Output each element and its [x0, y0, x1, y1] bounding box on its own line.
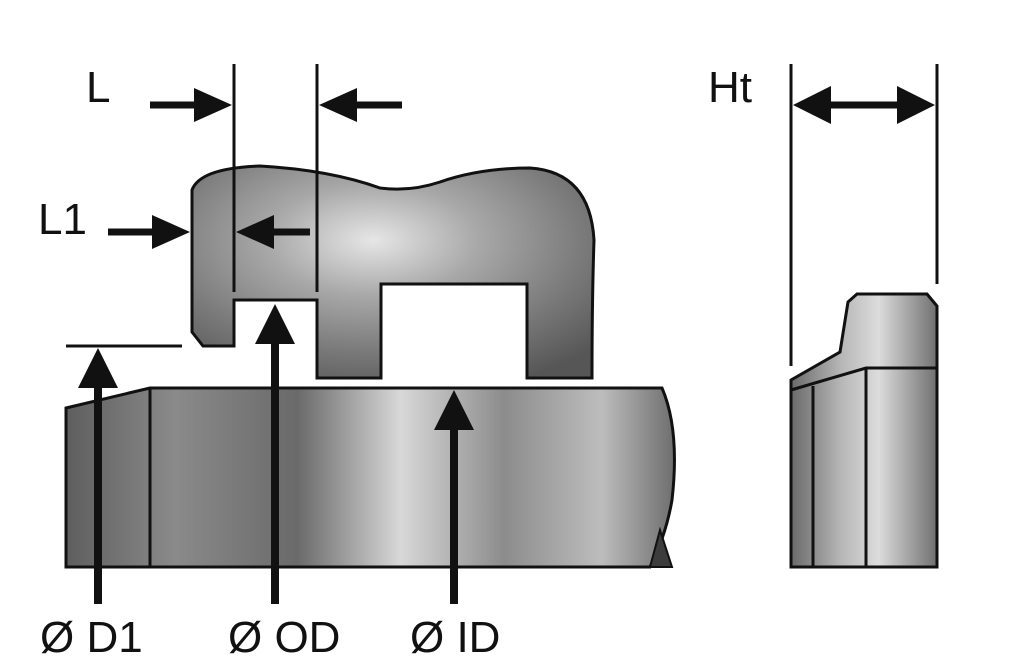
side-view-ring: [789, 292, 939, 569]
label-D1: Ø D1: [40, 613, 143, 662]
label-Ht: Ht: [708, 63, 752, 112]
seal-profile: [190, 164, 596, 380]
dimension-D1: [66, 344, 182, 604]
shaft-body: [64, 386, 676, 569]
dimension-OD: [255, 304, 295, 604]
label-OD: Ø OD: [228, 613, 340, 662]
dimension-L: [150, 64, 402, 292]
dimension-Ht: [789, 64, 939, 366]
dimension-ID: [434, 390, 474, 604]
dimension-L1: [108, 215, 310, 249]
label-L: L: [86, 63, 110, 112]
label-ID: Ø ID: [410, 613, 500, 662]
label-L1: L1: [38, 195, 87, 244]
